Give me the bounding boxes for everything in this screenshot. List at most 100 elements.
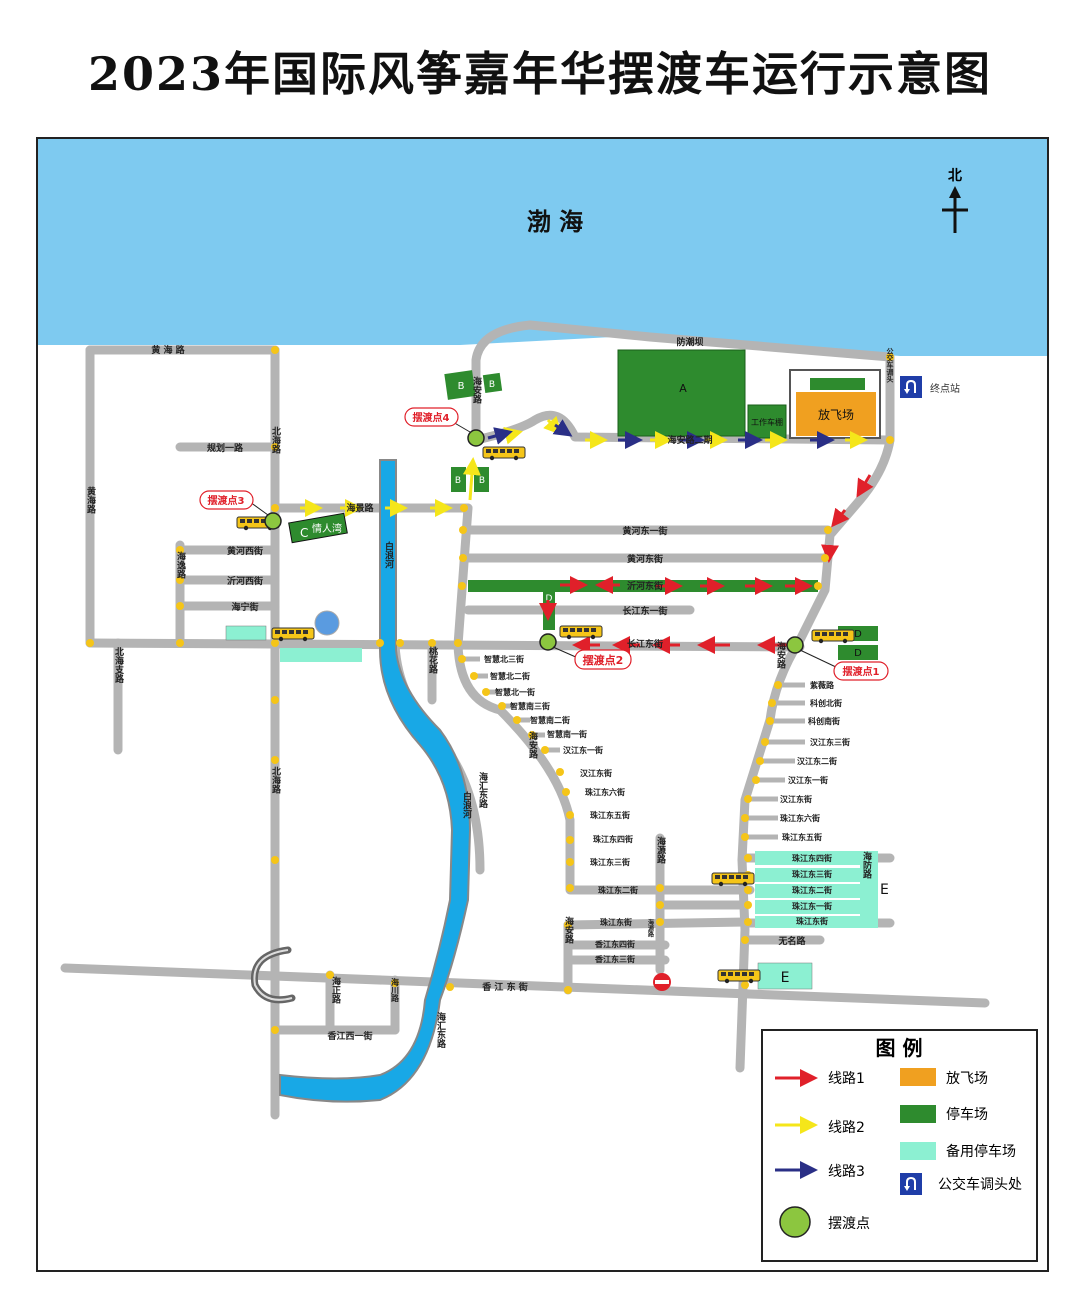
street-label: 汉江东一街 [788,775,828,785]
legend-label-uturn: 公交车调头处 [938,1176,1022,1193]
parking-d-right-2 [838,645,878,660]
street-label: 珠江东六街 [585,787,625,797]
parking-d-label-2: D [854,629,862,640]
parking-b-4-label: B [479,476,485,486]
route-1 [539,474,874,654]
airfield-parking-strip [810,378,865,390]
road-label: 黄河西街 [227,545,263,557]
street-label: 汉江东街 [580,768,612,778]
road-label: 海安路 [775,640,786,669]
shuttle-stop-1[interactable]: 摆渡点1 [786,636,889,681]
street-label: 珠江东一街 [792,901,832,911]
u-turn-icon [900,376,922,398]
road-label: 海安路 [563,915,574,944]
legend-green-swatch [900,1105,936,1123]
road-label: 海安路 [527,730,538,759]
road-label: 海景路 [346,502,374,514]
map-title: 2023年国际风筝嘉年华摆渡车运行示意图 [87,47,993,101]
road-label: 北海路 [270,765,281,794]
legend-aqua-swatch [900,1142,936,1160]
street-label: 珠江东五街 [782,832,822,842]
parking-b-3-label: B [455,476,461,486]
parking-d-label-3: D [854,648,862,659]
legend-label-stop: 摆渡点 [828,1216,870,1232]
parking-b-1 [444,370,476,400]
road-label: 白浪河 [461,790,472,819]
street-label: 珠江东街 [600,917,632,927]
north-label: 北 [948,168,962,184]
street-label: 珠江东六街 [780,813,820,823]
bus-icon [717,969,761,984]
reserve-e2-label: E [781,970,790,986]
road-label: 海安路二期 [667,434,712,446]
airfield-label: 放飞场 [818,407,854,422]
airfield [796,392,876,436]
legend-label-route3: 线路3 [828,1164,865,1180]
bus-icon [271,627,315,642]
road-label: 无名路 [777,935,806,947]
bus-icon [711,872,755,887]
north-arrow-icon [942,186,968,233]
reserve-parking-e [755,851,878,928]
road-label: 长江东一街 [622,605,667,617]
street-label: 智慧北三街 [484,654,524,664]
road-label: 香江西一街 [326,1030,372,1042]
road-label: 海汇东路 [435,1011,446,1049]
parking-c-letter: C [300,526,308,540]
road-label: 海正路 [330,975,341,1004]
road-label: 海川路 [390,977,400,1003]
road-label: 黄海路 [85,485,96,514]
street-label: 珠江东二街 [598,885,638,895]
street-label: 智慧南二街 [530,715,570,725]
street-label: 珠江东四街 [593,834,633,844]
street-label: 汉江东二街 [797,756,837,766]
parking-a [617,349,746,437]
street-label: 珠江东四街 [792,853,832,863]
road-label: 海源路 [655,835,666,864]
street-label: 紫薇路 [810,680,835,690]
road-label: 海逸路 [175,550,186,579]
parking-b-2 [482,372,503,394]
landmark-sculpture-icon [250,946,296,1004]
bohai-sea [38,139,1047,356]
bus-icon [482,446,526,461]
road-label: 规划一路 [207,442,244,454]
bus-icon [811,629,855,644]
road-label: 公交车调头 [886,348,895,384]
street-label: 汉江东一街 [563,745,603,755]
street-label: 智慧北二街 [490,671,530,681]
street-label: 珠江东五街 [590,810,630,820]
street-label: 科创北街 [810,698,842,708]
terminal-label: 终点站 [930,382,960,395]
street-label: 珠江东街 [796,916,828,926]
road-label: 黄 海 路 [151,344,185,356]
road-label: 香江东四街 [594,939,635,949]
junction-dots [86,346,894,1034]
road-label: 黄河东一街 [622,525,667,537]
street-label: 珠江东二街 [792,885,832,895]
reserve-parking-left-1 [225,625,267,641]
street-label: 科创南街 [808,716,840,726]
road-label: 白浪河 [383,540,394,569]
shuttle-stop-2[interactable]: 摆渡点2 [539,633,632,670]
work-shed-label: 工作车棚 [751,417,783,427]
legend-label-route2: 线路2 [828,1120,865,1136]
bailang-river [279,459,472,1103]
legend-u-turn-icon [900,1173,922,1195]
shuttle-stop-4[interactable]: 摆渡点4 [404,407,485,447]
road-label: 海源路 [647,918,654,938]
street-label: 智慧北一街 [495,687,535,697]
parking-c [288,512,348,544]
reserve-parking-left-2 [280,648,362,662]
road-label: 防潮坝 [676,336,703,348]
road-label: 沂河西街 [227,575,263,587]
legend-label-reserve: 备用停车场 [946,1143,1016,1160]
pond [314,610,340,636]
reserve-e-label: E [880,882,889,898]
road-label: 海宁街 [231,601,258,613]
stop-3-label: 摆渡点3 [208,494,245,507]
shuttle-stop-3[interactable]: 摆渡点3 [199,490,282,530]
stop-4-label: 摆渡点4 [413,411,450,424]
stop-2-label: 摆渡点2 [583,653,624,667]
road-label: 桃花路 [427,645,438,674]
